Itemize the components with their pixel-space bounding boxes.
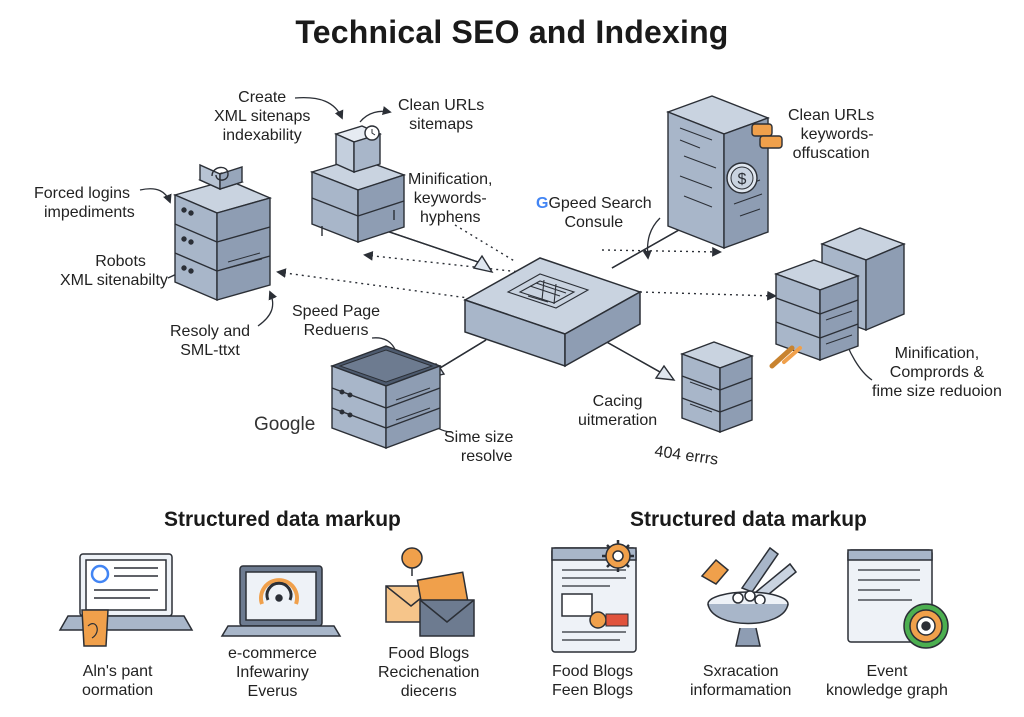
caption-6: Event knowledge graph	[826, 663, 948, 699]
label-minification-right: Minification, Comprords & fime size redu…	[872, 345, 1002, 400]
label-resoly: Resoly and SML-ttxt	[170, 323, 251, 359]
label-clean-urls-right: Clean URLs keywords- offuscation	[788, 107, 875, 162]
gauge-icon	[275, 594, 283, 602]
google-wordmark: Google	[254, 414, 316, 435]
left-server-stack	[172, 163, 273, 302]
right-server-pair	[769, 227, 906, 369]
google-g-icon: G	[536, 195, 549, 212]
label-create-sitemaps: Create XML sitenaps indexability	[214, 89, 311, 144]
google-server	[329, 345, 443, 450]
laptop-icon	[58, 553, 194, 647]
section-heading-left: Structured data markup	[164, 508, 401, 531]
envelopes-icon	[385, 547, 475, 637]
caption-1: Aln's pant oormation	[82, 663, 154, 699]
label-sime-size: Sime size resolve	[444, 429, 514, 465]
caption-5: Sxracation informamation	[690, 663, 792, 699]
webpage-gear-icon	[551, 540, 637, 653]
caching-server	[679, 341, 755, 434]
label-robots: Robots XML sitenabilty	[60, 253, 168, 289]
dotted-connectors	[276, 224, 777, 301]
page-title: Technical SEO and Indexing	[295, 14, 729, 50]
sitemap-server	[309, 125, 407, 244]
label-cacing: Cacing uitmeration	[578, 393, 658, 429]
caption-2: e-commerce Infewariny Everus	[228, 645, 317, 700]
section-heading-right: Structured data markup	[630, 508, 867, 531]
label-speed-page: Speed Page Reduerıs	[292, 303, 381, 339]
central-platform	[463, 257, 642, 368]
dollar-icon: $	[738, 171, 747, 188]
laptop-gauge-icon	[220, 565, 342, 637]
label-clean-urls-top: Clean URLs sitemaps	[398, 97, 485, 133]
label-gspeed-search-console: GGpeed Search Consule	[536, 195, 652, 231]
caption-4: Food Blogs Feen Blogs	[552, 663, 633, 699]
caption-3: Food Blogs Recichenation diecerıs	[378, 645, 480, 700]
document-target-icon	[847, 549, 949, 649]
label-minification-mid: Minification, keywords- hyphens	[408, 171, 493, 226]
right-cabinet: $	[666, 95, 783, 250]
label-forced-logins: Forced logins impediments	[34, 185, 135, 221]
bowl-icon	[700, 546, 798, 647]
